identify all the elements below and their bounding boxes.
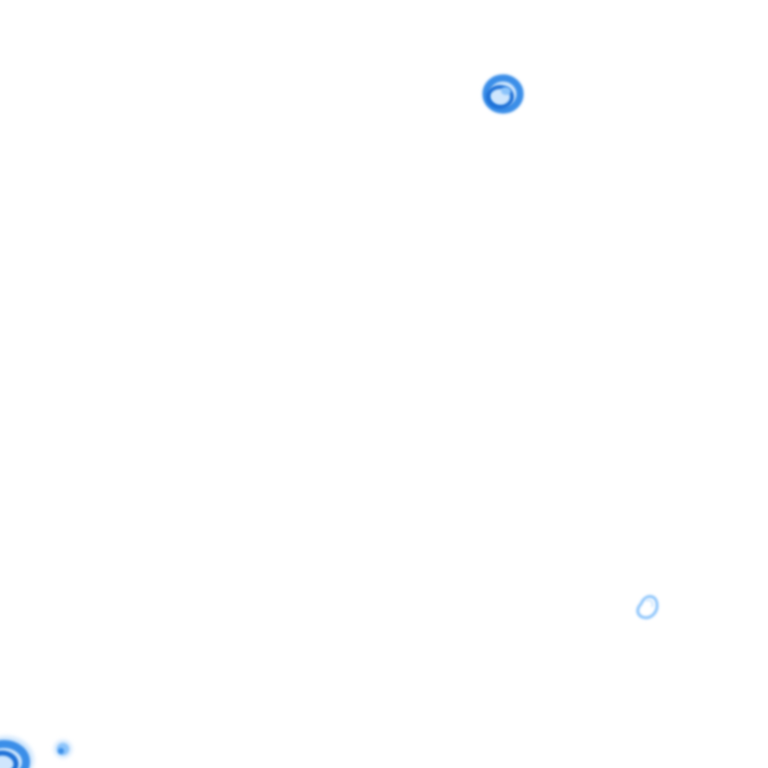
blob-bottom-left-small (54, 740, 72, 758)
blob-lower-right (636, 595, 659, 620)
blob-top-center (482, 74, 524, 114)
blob-bottom-left-corner (0, 736, 34, 768)
